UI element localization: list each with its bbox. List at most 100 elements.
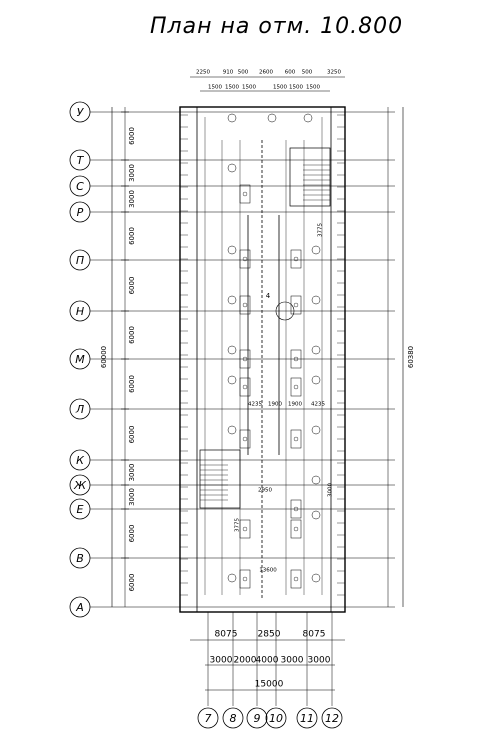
sanitary-fixture bbox=[290, 377, 302, 397]
grid-row-label: Р bbox=[77, 206, 84, 219]
left-dimension: 3000 bbox=[128, 488, 136, 506]
grid-col-label: 11 bbox=[300, 712, 314, 725]
inner-dimension: 3775 bbox=[318, 223, 324, 237]
room-tag bbox=[311, 425, 321, 435]
fixture-drain bbox=[242, 384, 248, 390]
bottom-dimension: 8075 bbox=[303, 630, 326, 640]
fixture-drain bbox=[293, 256, 299, 262]
sanitary-fixture bbox=[290, 295, 302, 315]
left-dimension: 6000 bbox=[128, 127, 136, 145]
room-tag bbox=[227, 163, 237, 173]
inner-dimension: 13600 bbox=[259, 568, 277, 574]
fixture-drain bbox=[242, 576, 248, 582]
inner-dimension: 4235 bbox=[248, 402, 262, 408]
room-tag bbox=[227, 113, 237, 123]
grid-row-label: П bbox=[76, 254, 84, 267]
bottom-dimension: 3000 bbox=[210, 656, 233, 666]
grid-col-label: 12 bbox=[325, 712, 339, 725]
bottom-dimension: 4000 bbox=[256, 656, 279, 666]
section-marker-label: 4 bbox=[266, 292, 271, 300]
fixture-drain bbox=[293, 526, 299, 532]
top-dimension: 500 bbox=[302, 70, 313, 76]
bottom-total-dimension: 15000 bbox=[255, 680, 284, 690]
sanitary-fixture bbox=[290, 429, 302, 449]
left-dimension: 3000 bbox=[128, 464, 136, 482]
fixture-drain bbox=[293, 384, 299, 390]
left-dimension: 6000 bbox=[128, 574, 136, 592]
stair-block bbox=[199, 449, 241, 509]
sanitary-fixture bbox=[239, 429, 251, 449]
top-dimension: 2600 bbox=[259, 70, 273, 76]
fixture-drain bbox=[242, 256, 248, 262]
grid-row-label: Т bbox=[77, 154, 85, 167]
inner-dimension: 4235 bbox=[311, 402, 325, 408]
bottom-dimension: 2000 bbox=[234, 656, 257, 666]
grid-col-label: 9 bbox=[254, 712, 261, 725]
grid-row-label: У bbox=[77, 106, 85, 119]
bottom-dimension: 3000 bbox=[281, 656, 304, 666]
top-dimension: 1500 bbox=[225, 85, 239, 91]
sanitary-fixture bbox=[290, 569, 302, 589]
grid-row-label: К bbox=[76, 454, 85, 467]
top-dimension: 2250 bbox=[196, 70, 210, 76]
top-dimension: 600 bbox=[285, 70, 296, 76]
room-tag bbox=[227, 245, 237, 255]
sanitary-fixture bbox=[239, 519, 251, 539]
fixture-drain bbox=[293, 576, 299, 582]
top-dimension: 910 bbox=[223, 70, 234, 76]
fixture-drain bbox=[293, 302, 299, 308]
top-dimension: 1500 bbox=[208, 85, 222, 91]
room-tag bbox=[227, 573, 237, 583]
left-dimension: 6000 bbox=[128, 277, 136, 295]
grid-row-label: Л bbox=[75, 403, 84, 416]
grid-bubble bbox=[296, 707, 318, 729]
grid-row-label: В bbox=[76, 552, 84, 565]
grid-row-label: Е bbox=[77, 503, 84, 516]
plan-title: План на отм. 10.800 bbox=[150, 14, 404, 39]
grid-row-label: Ж bbox=[73, 479, 87, 492]
left-dimension: 3000 bbox=[128, 190, 136, 208]
sanitary-fixture bbox=[239, 249, 251, 269]
fixture-drain bbox=[242, 436, 248, 442]
left-dimension: 6000 bbox=[128, 227, 136, 245]
left-dimension: 6000 bbox=[128, 375, 136, 393]
room-tag bbox=[303, 113, 313, 123]
left-dimension: 6000 bbox=[128, 426, 136, 444]
grid-bubble bbox=[265, 707, 287, 729]
inner-dimension: 1900 bbox=[268, 402, 282, 408]
sanitary-fixture bbox=[239, 349, 251, 369]
room-tag bbox=[227, 425, 237, 435]
sanitary-fixture bbox=[239, 184, 251, 204]
fixture-drain bbox=[242, 526, 248, 532]
room-tag bbox=[311, 345, 321, 355]
top-dimension: 1500 bbox=[306, 85, 320, 91]
left-dimension: 6000 bbox=[128, 525, 136, 543]
inner-dimension: 2950 bbox=[258, 488, 272, 494]
grid-bubble bbox=[246, 707, 268, 729]
fixture-drain bbox=[242, 302, 248, 308]
left-dimension: 3000 bbox=[128, 164, 136, 182]
left-dimension: 6000 bbox=[128, 326, 136, 344]
inner-dimension: 3775 bbox=[235, 518, 241, 532]
room-tag bbox=[311, 245, 321, 255]
sanitary-fixture bbox=[239, 377, 251, 397]
room-tag bbox=[267, 113, 277, 123]
room-tag bbox=[227, 295, 237, 305]
room-tag bbox=[227, 345, 237, 355]
inner-dimension: 1900 bbox=[288, 402, 302, 408]
room-tag bbox=[311, 475, 321, 485]
fixture-drain bbox=[242, 356, 248, 362]
sanitary-fixture bbox=[290, 249, 302, 269]
grid-row-label: Н bbox=[76, 305, 84, 318]
bottom-dimension: 3000 bbox=[308, 656, 331, 666]
top-dimension: 500 bbox=[238, 70, 249, 76]
sanitary-fixture bbox=[290, 499, 302, 519]
top-dimension: 3250 bbox=[327, 70, 341, 76]
sanitary-fixture bbox=[290, 519, 302, 539]
grid-row-label: С bbox=[76, 180, 84, 193]
room-tag bbox=[227, 375, 237, 385]
sanitary-fixture bbox=[239, 569, 251, 589]
bottom-dimension: 8075 bbox=[215, 630, 238, 640]
